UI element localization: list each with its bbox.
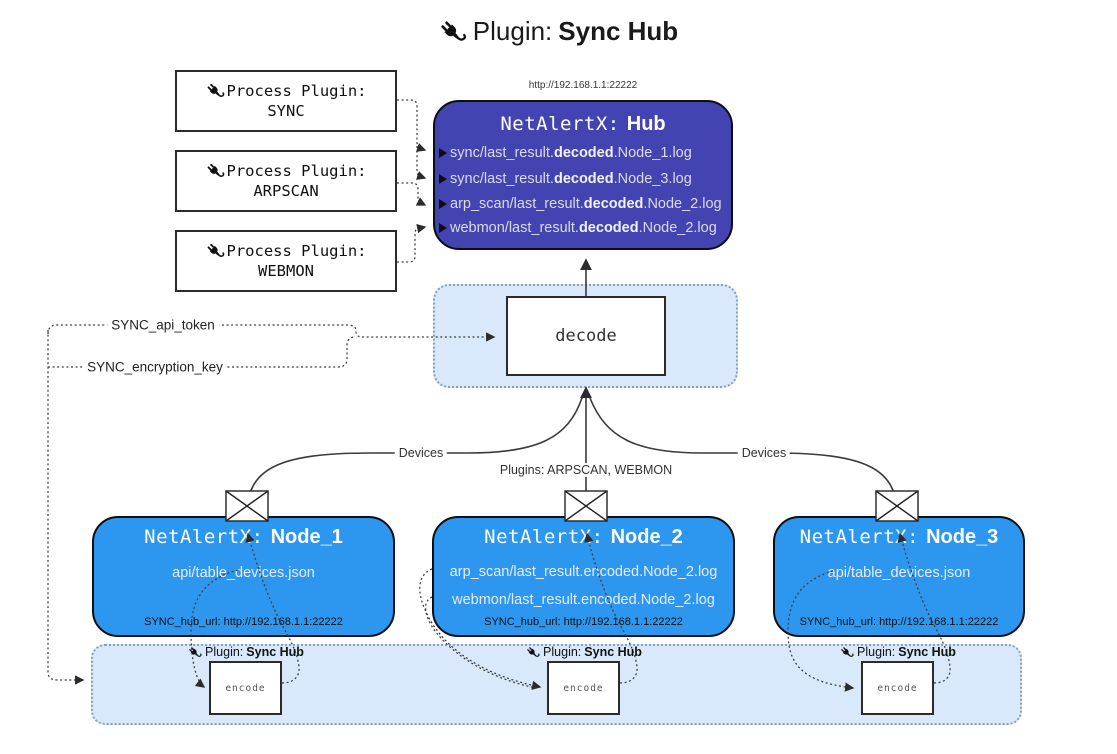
sync-encryption-key-label: SYNC_encryption_key: [83, 359, 227, 375]
plugins-center-label: Plugins: ARPSCAN, WEBMON: [495, 463, 677, 477]
edge-encryption-key-to-band: [47, 330, 85, 685]
node-2: NetAlertX: Node_2 arp_scan/last_result.en…: [432, 516, 735, 637]
node-file: api/table_devices.json: [172, 565, 315, 581]
hub-log-row: webmon/last_result.decoded.Node_2.log: [435, 216, 731, 239]
devices-right-label: Devices: [737, 446, 791, 460]
node-title-bold: Node_2: [610, 526, 683, 548]
process-plugin-name: WEBMON: [258, 262, 314, 280]
band-label-bold: Sync Hub: [584, 645, 642, 659]
band-plugin-label: Plugin: Sync Hub: [188, 645, 304, 659]
page-title-bold: Sync Hub: [558, 16, 679, 46]
band-label-prefix: Plugin:: [857, 645, 896, 659]
plug-icon: [526, 646, 540, 659]
arrow-icon: [439, 222, 447, 233]
node-file: arp_scan/last_result.encoded.Node_2.log: [449, 564, 718, 580]
band-label-bold: Sync Hub: [246, 645, 304, 659]
hub-title: NetAlertX: Hub: [435, 111, 731, 138]
page-title: Plugin: Sync Hub: [0, 16, 1117, 47]
plug-icon: [188, 646, 202, 659]
encode-box-2: encode: [547, 661, 620, 715]
node-hub-url: SYNC_hub_url: http://192.168.1.1:22222: [144, 616, 343, 628]
process-plugin-sync: Process Plugin: SYNC: [175, 70, 397, 132]
page-title-prefix: Plugin:: [472, 16, 553, 46]
band-plugin-label: Plugin: Sync Hub: [840, 645, 956, 659]
log-prefix: webmon/last_result.: [450, 219, 579, 236]
band-plugin-label: Plugin: Sync Hub: [526, 645, 642, 659]
node-file: webmon/last_result.encoded.Node_2.log: [452, 592, 715, 608]
log-bold: decoded: [553, 171, 614, 187]
node-file: api/table_devices.json: [827, 565, 971, 581]
plug-icon: [206, 162, 225, 180]
node-title: NetAlertX: Node_2: [434, 526, 733, 549]
hub-log-row: sync/last_result.decoded.Node_1.log: [435, 140, 731, 166]
edge-sync-to-log2: [415, 146, 427, 180]
plug-icon: [206, 82, 225, 100]
process-plugin-name: SYNC: [267, 102, 305, 120]
band-label-prefix: Plugin:: [205, 645, 244, 659]
process-plugin-webmon: Process Plugin: WEBMON: [175, 230, 397, 292]
hub-url-label: http://192.168.1.1:22222: [528, 80, 638, 91]
process-plugin-label: Process Plugin:: [226, 242, 367, 260]
node-1: NetAlertX:Node_1 api/table_devices.json …: [92, 516, 395, 637]
plug-icon: [206, 242, 225, 260]
node-title: NetAlertX: Node_3: [775, 526, 1023, 549]
hub-log-row: arp_scan/last_result.decoded.Node_2.log: [435, 192, 731, 216]
encode-box-3: encode: [861, 661, 934, 715]
sync-api-token-label: SYNC_api_token: [107, 317, 219, 333]
log-suffix: .Node_2.log: [638, 219, 717, 236]
arrow-icon: [439, 199, 447, 209]
log-bold: decoded: [583, 196, 644, 212]
arrow-icon: [439, 174, 447, 184]
process-plugin-arpscan: Process Plugin: ARPSCAN: [175, 150, 397, 212]
log-bold: decoded: [553, 145, 614, 161]
hub-title-prefix: NetAlertX:: [500, 113, 620, 135]
node-title: NetAlertX: Node_1: [94, 526, 393, 549]
hub-log-row: sync/last_result.decoded.Node_3.log: [435, 166, 731, 192]
hub-node: NetAlertX:Hub sync/last_result.decoded.N…: [433, 100, 733, 250]
edge-webmon-to-log4: [397, 223, 427, 263]
process-plugin-label: Process Plugin:: [226, 82, 367, 100]
process-plugin-label: Process Plugin:: [226, 162, 367, 180]
log-prefix: arp_scan/last_result.: [450, 196, 584, 212]
node-title-prefix: NetAlertX:: [484, 526, 604, 548]
encode-box-1: encode: [209, 661, 282, 715]
process-plugin-name: ARPSCAN: [253, 182, 319, 200]
band-label-bold: Sync Hub: [898, 645, 956, 659]
band-label-prefix: Plugin:: [543, 645, 582, 659]
plug-icon: [439, 19, 467, 45]
log-bold: decoded: [578, 219, 639, 236]
plug-icon: [840, 646, 854, 659]
arrow-icon: [439, 148, 447, 158]
node-title-bold: Node_3: [926, 526, 999, 548]
node-3: NetAlertX:Node_3 api/table_devices.json …: [773, 516, 1025, 637]
devices-left-label: Devices: [394, 446, 448, 460]
node-title-prefix: NetAlertX:: [144, 526, 264, 548]
decode-box: decode: [506, 296, 666, 376]
log-prefix: sync/last_result.: [450, 171, 554, 187]
edge-arpscan-to-log3: [397, 182, 427, 206]
hub-title-bold: Hub: [626, 113, 666, 135]
node-hub-url: SYNC_hub_url: http://192.168.1.1:22222: [799, 616, 999, 628]
node-hub-url: SYNC_hub_url: http://192.168.1.1:22222: [484, 616, 683, 628]
log-prefix: sync/last_result.: [450, 145, 554, 161]
edge-sync-to-log1: [397, 99, 427, 152]
log-suffix: .Node_2.log: [643, 196, 722, 212]
node-title-prefix: NetAlertX:: [799, 526, 920, 548]
log-suffix: .Node_3.log: [613, 171, 692, 187]
node-title-bold: Node_1: [270, 526, 343, 548]
log-suffix: .Node_1.log: [613, 145, 692, 161]
